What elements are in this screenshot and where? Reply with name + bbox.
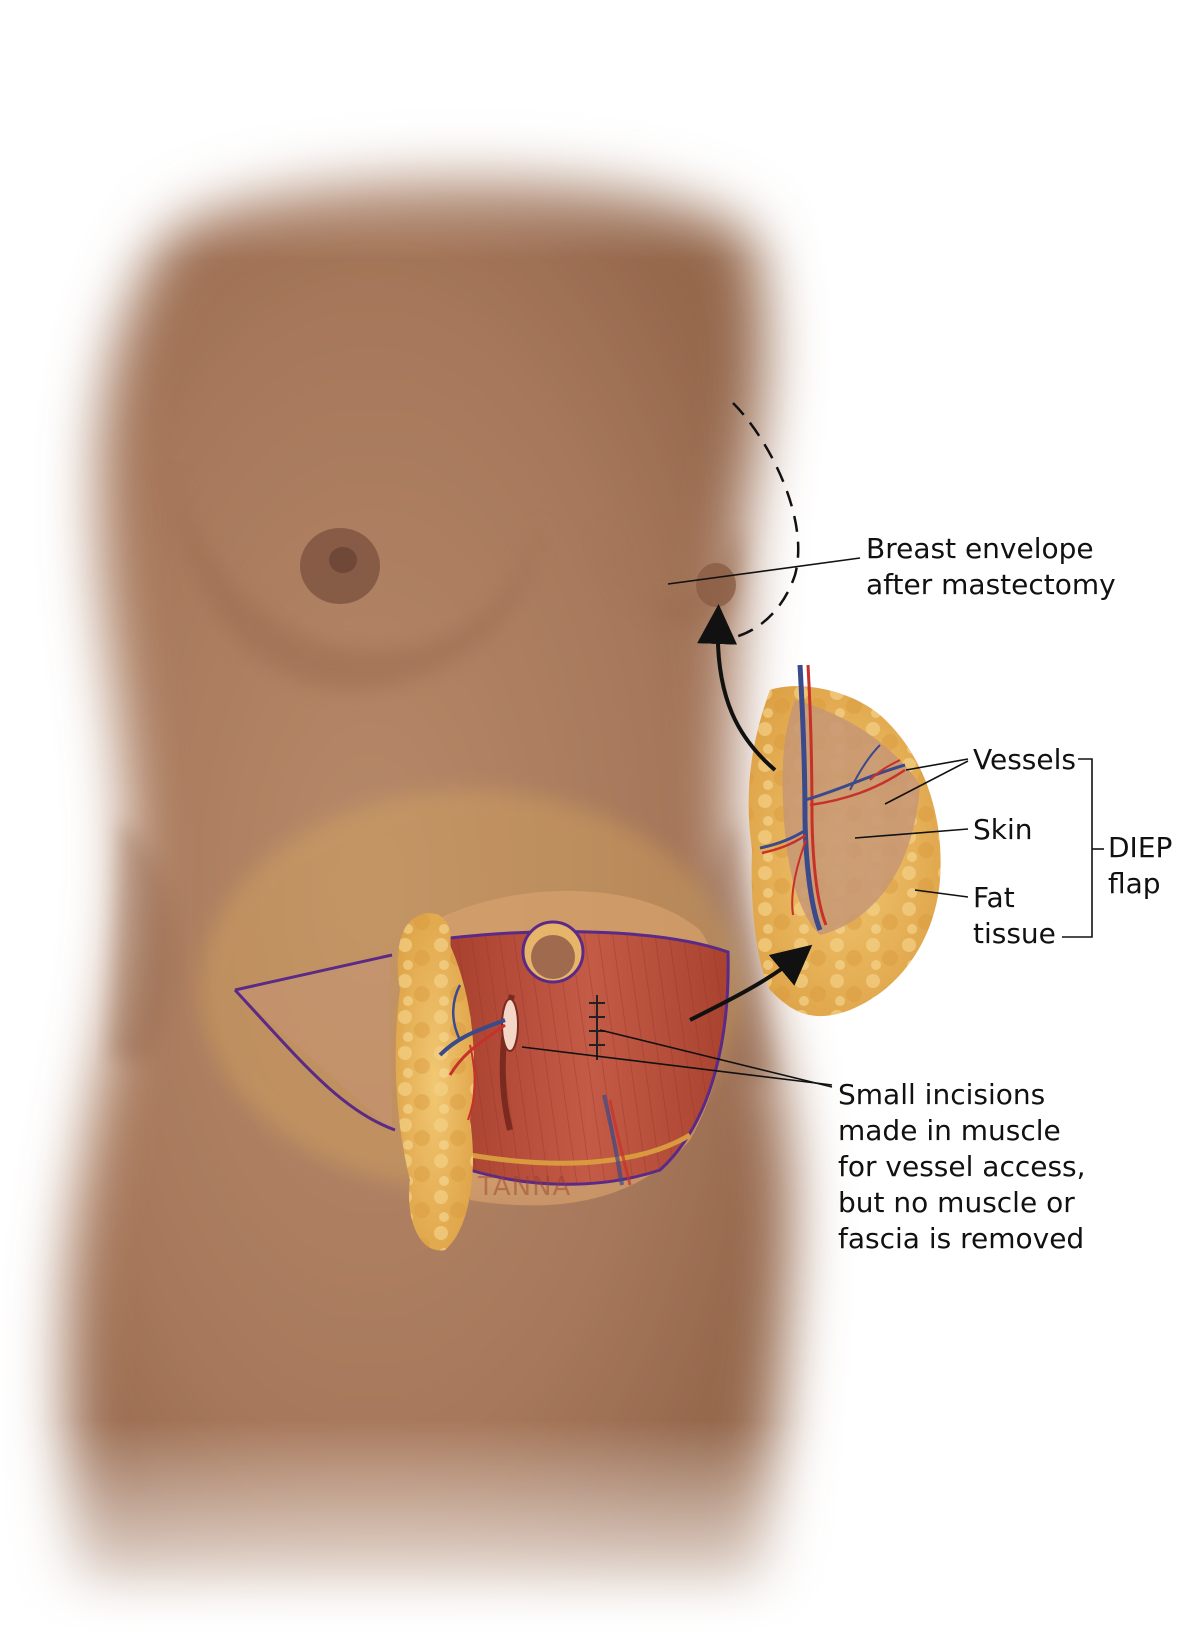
label-line: after mastectomy (866, 568, 1116, 601)
label-small-incisions: Small incisions made in muscle for vesse… (838, 1077, 1086, 1257)
left-breast (170, 470, 540, 690)
label-line: Fat (973, 881, 1015, 914)
label-skin: Skin (973, 813, 1033, 846)
umbilicus (521, 920, 585, 984)
abdominal-flap-outline (233, 953, 396, 1132)
retracted-fat-strip (395, 913, 506, 1251)
label-line: made in muscle (838, 1114, 1061, 1147)
label-line: Breast envelope (866, 532, 1094, 565)
label-line: flap (1108, 867, 1161, 900)
label-line: for vessel access, (838, 1150, 1086, 1183)
breast-envelope (600, 402, 800, 642)
muscle-incision (499, 994, 632, 1186)
label-line: but no muscle or (838, 1186, 1075, 1219)
label-line: Small incisions (838, 1078, 1046, 1111)
label-fat-tissue: Fat tissue (973, 880, 1056, 952)
label-vessels: Vessels (973, 743, 1076, 776)
flap-transfer-arrows (689, 604, 813, 1022)
label-line: DIEP (1108, 831, 1173, 864)
label-line: tissue (973, 917, 1056, 950)
label-diep-flap: DIEP flap (1108, 830, 1172, 902)
label-line: fascia is removed (838, 1222, 1085, 1255)
label-breast-envelope: Breast envelope after mastectomy (866, 531, 1116, 603)
artist-watermark: TANNA (478, 1172, 572, 1202)
diep-flap (748, 664, 941, 1017)
leader-lines (521, 557, 1104, 1088)
